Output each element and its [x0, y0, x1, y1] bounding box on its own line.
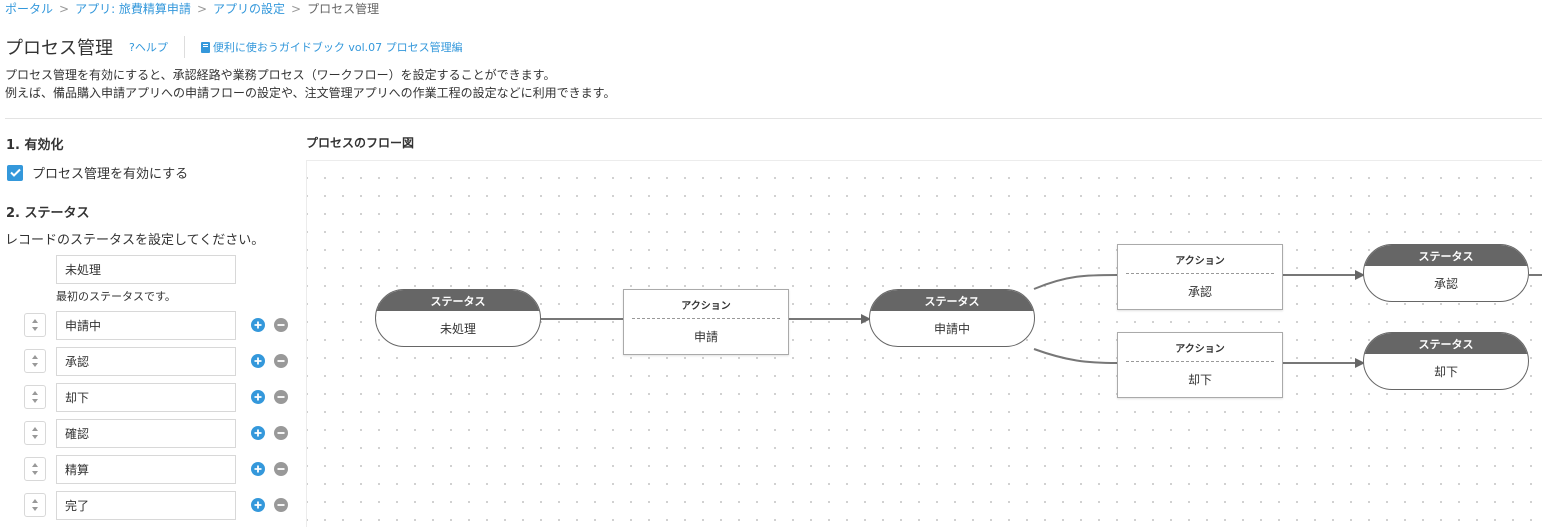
status-name-input[interactable]: 却下: [56, 383, 236, 412]
minus-icon: [277, 324, 285, 326]
plus-icon: [254, 501, 262, 509]
title-divider: [183, 36, 185, 58]
flow-action-node[interactable]: アクション 却下: [1117, 332, 1283, 398]
remove-status-button[interactable]: [274, 426, 288, 440]
flow-action-header: アクション: [1126, 333, 1274, 362]
flow-action-name: 却下: [1187, 373, 1212, 387]
breadcrumb-app-link[interactable]: アプリ: 旅費精算申請: [75, 2, 191, 16]
page-title: プロセス管理: [5, 38, 113, 59]
flow-action-name: 申請: [693, 330, 718, 344]
status-section-heading: 2. ステータス: [6, 206, 90, 221]
flow-action-header: アクション: [632, 290, 780, 319]
book-icon: [200, 41, 210, 53]
flow-status-name: 承認: [1433, 277, 1458, 291]
flow-action-node[interactable]: アクション 承認: [1117, 244, 1283, 310]
remove-status-button[interactable]: [274, 354, 288, 368]
status-drag-handle[interactable]: [24, 493, 46, 517]
enable-process-row[interactable]: プロセス管理を有効にする: [7, 163, 188, 182]
breadcrumb-separator: >: [59, 2, 70, 16]
flow-status-header: ステータス: [870, 290, 1034, 311]
status-drag-handle[interactable]: [24, 457, 46, 481]
sort-arrows-icon: [32, 319, 38, 331]
minus-icon: [277, 432, 285, 434]
flow-status-node[interactable]: ステータス 却下: [1363, 332, 1529, 390]
breadcrumb-separator: >: [196, 2, 207, 16]
status-drag-handle[interactable]: [24, 313, 46, 337]
connector-s2-a3: [1033, 348, 1118, 364]
flow-status-node[interactable]: ステータス 承認: [1363, 244, 1529, 302]
divider: [5, 118, 1542, 119]
flow-status-name: 却下: [1433, 365, 1458, 379]
flow-diagram-canvas: ステータス 未処理 アクション 申請 ステータス 申請中 アクション 承認 アク…: [306, 160, 1542, 527]
add-status-button[interactable]: [251, 390, 265, 404]
status-name-input[interactable]: 承認: [56, 347, 236, 376]
sort-arrows-icon: [32, 427, 38, 439]
first-status-note: 最初のステータスです。: [56, 290, 176, 303]
status-section-description: レコードのステータスを設定してください。: [5, 233, 265, 248]
status-name-input[interactable]: 確認: [56, 419, 236, 448]
title-row: プロセス管理 ?ヘルプ 便利に使おうガイドブック vol.07 プロセス管理編: [5, 34, 463, 60]
check-icon: [9, 168, 21, 177]
flow-action-header: アクション: [1126, 245, 1274, 274]
plus-icon: [254, 393, 262, 401]
flow-status-name: 申請中: [933, 322, 970, 336]
connector-s2-a2: [1033, 274, 1118, 290]
flow-status-header: ステータス: [1364, 245, 1528, 266]
minus-icon: [277, 360, 285, 362]
remove-status-button[interactable]: [274, 318, 288, 332]
sort-arrows-icon: [32, 355, 38, 367]
status-name-input[interactable]: 申請中: [56, 311, 236, 340]
breadcrumb-portal-link[interactable]: ポータル: [5, 2, 54, 16]
status-drag-handle[interactable]: [24, 421, 46, 445]
enable-section-heading: 1. 有効化: [6, 138, 64, 153]
add-status-button[interactable]: [251, 498, 265, 512]
flow-diagram-title: プロセスのフロー図: [306, 136, 415, 150]
flow-action-node[interactable]: アクション 申請: [623, 289, 789, 355]
remove-status-button[interactable]: [274, 390, 288, 404]
add-status-button[interactable]: [251, 354, 265, 368]
flow-status-header: ステータス: [376, 290, 540, 311]
help-link[interactable]: ?ヘルプ: [129, 41, 168, 54]
description-line-1: プロセス管理を有効にすると、承認経路や業務プロセス（ワークフロー）を設定すること…: [5, 68, 556, 82]
first-status-input[interactable]: 未処理: [56, 255, 236, 284]
breadcrumb: ポータル > アプリ: 旅費精算申請 > アプリの設定 > プロセス管理: [5, 0, 379, 17]
page-description: プロセス管理を有効にすると、承認経路や業務プロセス（ワークフロー）を設定すること…: [5, 66, 615, 102]
status-drag-handle[interactable]: [24, 385, 46, 409]
plus-icon: [254, 465, 262, 473]
breadcrumb-separator: >: [291, 2, 302, 16]
add-status-button[interactable]: [251, 426, 265, 440]
flow-connectors: [541, 270, 1542, 368]
plus-icon: [254, 429, 262, 437]
breadcrumb-settings-link[interactable]: アプリの設定: [213, 2, 286, 16]
flow-action-name: 承認: [1187, 285, 1212, 299]
status-name-input[interactable]: 精算: [56, 455, 236, 484]
sort-arrows-icon: [32, 391, 38, 403]
sort-arrows-icon: [32, 499, 38, 511]
plus-icon: [254, 321, 262, 329]
guidebook-link[interactable]: 便利に使おうガイドブック vol.07 プロセス管理編: [200, 39, 463, 55]
remove-status-button[interactable]: [274, 498, 288, 512]
plus-icon: [254, 357, 262, 365]
minus-icon: [277, 396, 285, 398]
enable-process-label: プロセス管理を有効にする: [32, 167, 189, 182]
enable-process-checkbox[interactable]: [7, 164, 23, 181]
minus-icon: [277, 504, 285, 506]
description-line-2: 例えば、備品購入申請アプリへの申請フローの設定や、注文管理アプリへの作業工程の設…: [5, 86, 616, 100]
flow-status-node[interactable]: ステータス 未処理: [375, 289, 541, 347]
flow-status-node[interactable]: ステータス 申請中: [869, 289, 1035, 347]
breadcrumb-current: プロセス管理: [307, 2, 380, 16]
add-status-button[interactable]: [251, 318, 265, 332]
minus-icon: [277, 468, 285, 470]
status-name-input[interactable]: 完了: [56, 491, 236, 520]
flow-status-name: 未処理: [439, 322, 476, 336]
flow-status-header: ステータス: [1364, 333, 1528, 354]
add-status-button[interactable]: [251, 462, 265, 476]
guidebook-link-label: 便利に使おうガイドブック vol.07 プロセス管理編: [212, 41, 463, 54]
remove-status-button[interactable]: [274, 462, 288, 476]
sort-arrows-icon: [32, 463, 38, 475]
status-drag-handle[interactable]: [24, 349, 46, 373]
